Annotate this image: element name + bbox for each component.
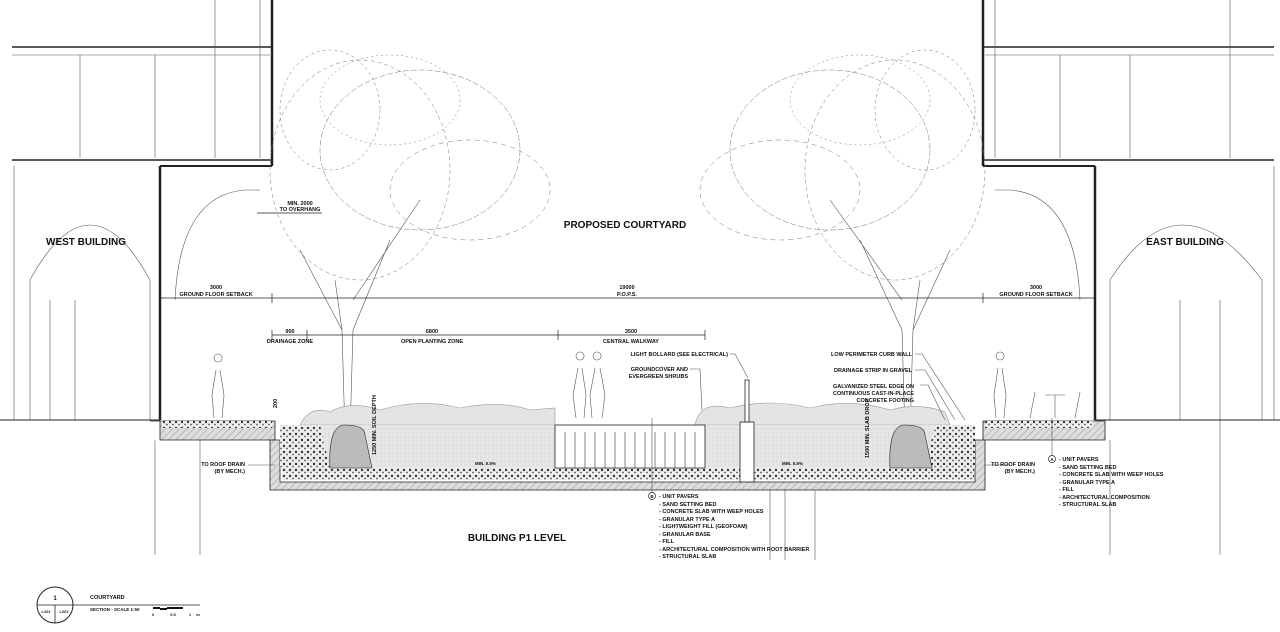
shrubs-right — [694, 402, 951, 426]
assembly-a-layer: - FILL — [1059, 487, 1075, 493]
drainage-zone-label: DRAINAGE ZONE — [267, 339, 313, 345]
scale-tick: 0.5 — [170, 612, 176, 617]
dimension-lines — [160, 212, 1095, 340]
p1-level-label: BUILDING P1 LEVEL — [468, 533, 566, 544]
central-walkway-label: CENTRAL WALKWAY — [603, 339, 659, 345]
assembly-b-layer: - STRUCTURAL SLAB — [659, 554, 716, 560]
assembly-b-layer: - GRANULAR TYPE A — [659, 517, 715, 523]
open-planting-label: OPEN PLANTING ZONE — [401, 339, 463, 345]
assembly-a-tag: A — [1050, 457, 1054, 462]
slab-drop-label: 1500 MIN. SLAB DROP — [865, 398, 871, 458]
pops-value: 19000 — [619, 285, 634, 291]
scale-tick: 1 — [189, 612, 192, 617]
ground-section — [0, 379, 1280, 560]
steel-edge-callout-1: GALVANIZED STEEL EDGE ON — [833, 384, 914, 390]
callout-leaders — [248, 353, 1053, 492]
assembly-b-layer: - ARCHITECTURAL COMPOSITION WITH ROOT BA… — [659, 547, 809, 553]
groundcover-callout-2: EVERGREEN SHRUBS — [629, 374, 689, 380]
curb-height-label: 200 — [273, 399, 279, 408]
assembly-b-legend: B - UNIT PAVERS - SAND SETTING BED - CON… — [648, 492, 809, 560]
assembly-b-layer: - UNIT PAVERS — [659, 494, 699, 500]
sheet-right: L202 — [59, 609, 69, 614]
assembly-b-layer: - CONCRETE SLAB WITH WEEP HOLES — [659, 509, 764, 515]
drawing-scale: SECTION - SCALE 1:50 — [90, 607, 140, 612]
west-setback-label: GROUND FLOOR SETBACK — [179, 292, 252, 298]
scale-bar — [153, 607, 183, 610]
assembly-b-layer: - SAND SETTING BED — [659, 502, 716, 508]
roof-drain-right-2: (BY MECH.) — [1005, 469, 1036, 475]
assembly-b-layer: - FILL — [659, 539, 675, 545]
assembly-b-layer: - LIGHTWEIGHT FILL (GEOFOAM) — [659, 524, 748, 530]
east-building-label: EAST BUILDING — [1146, 237, 1224, 248]
west-setback-value: 3000 — [210, 285, 222, 291]
overhang-dim-value: MIN. 2000 — [287, 201, 312, 207]
steel-edge-callout-2: CONTINUOUS CAST-IN-PLACE — [833, 391, 914, 397]
curb-wall-callout: LOW PERIMETER CURB WALL — [831, 352, 913, 358]
tree-right — [699, 49, 986, 436]
roof-drain-right-1: TO ROOF DRAIN — [991, 462, 1035, 468]
assembly-a-layer: - CONCRETE SLAB WITH WEEP HOLES — [1059, 472, 1164, 478]
steel-edge-callout-3: CONCRETE FOOTING — [857, 398, 914, 404]
people-figures — [211, 351, 1081, 419]
soil-depth-label: 1250 MIN. SOIL DEPTH — [372, 395, 378, 455]
assembly-a-layer: - ARCHITECTURAL COMPOSITION — [1059, 495, 1150, 501]
title-block: 1 L101 L202 COURTYARD SECTION - SCALE 1:… — [36, 586, 200, 624]
overhang-dim-label: TO OVERHANG — [280, 207, 321, 213]
assembly-b-tag: B — [650, 494, 654, 499]
detail-number: 1 — [53, 596, 57, 602]
assembly-a-layer: - STRUCTURAL SLAB — [1059, 502, 1116, 508]
roof-drain-left-2: (BY MECH.) — [215, 469, 246, 475]
central-walkway-value: 3500 — [625, 329, 637, 335]
courtyard-title: PROPOSED COURTYARD — [564, 220, 686, 231]
groundcover-callout-1: GROUNDCOVER AND — [631, 367, 688, 373]
west-building-label: WEST BUILDING — [46, 237, 126, 248]
slope-left-label: MIN. 0.5% — [475, 461, 496, 466]
assembly-a-layer: - GRANULAR TYPE A — [1059, 480, 1115, 486]
assembly-b-layer: - GRANULAR BASE — [659, 532, 711, 538]
slope-right-label: MIN. 0.5% — [782, 461, 803, 466]
east-setback-label: GROUND FLOOR SETBACK — [999, 292, 1072, 298]
open-planting-value: 6800 — [426, 329, 438, 335]
shrubs-left — [299, 403, 556, 426]
east-setback-value: 3000 — [1030, 285, 1042, 291]
drawing-name: COURTYARD — [90, 595, 125, 601]
assembly-a-layer: - UNIT PAVERS — [1059, 457, 1099, 463]
assembly-a-legend: A - UNIT PAVERS - SAND SETTING BED - CON… — [1048, 455, 1164, 508]
ground-floor-walls — [13, 165, 1275, 420]
roof-drain-left-1: TO ROOF DRAIN — [201, 462, 245, 468]
drainage-zone-value: 900 — [285, 329, 294, 335]
sheet-left: L101 — [41, 609, 51, 614]
assembly-a-layer: - SAND SETTING BED — [1059, 465, 1116, 471]
scale-tick: 0 — [152, 612, 155, 617]
west-building-upper — [12, 0, 274, 166]
tree-left — [269, 49, 551, 436]
light-bollard-callout: LIGHT BOLLARD (SEE ELECTRICAL) — [631, 352, 729, 358]
drainage-strip-callout: DRAINAGE STRIP IN GRAVEL — [834, 368, 913, 374]
east-building-upper — [981, 0, 1274, 166]
scale-tick: m — [196, 612, 200, 617]
pops-label: P.O.P.S. — [617, 292, 637, 298]
